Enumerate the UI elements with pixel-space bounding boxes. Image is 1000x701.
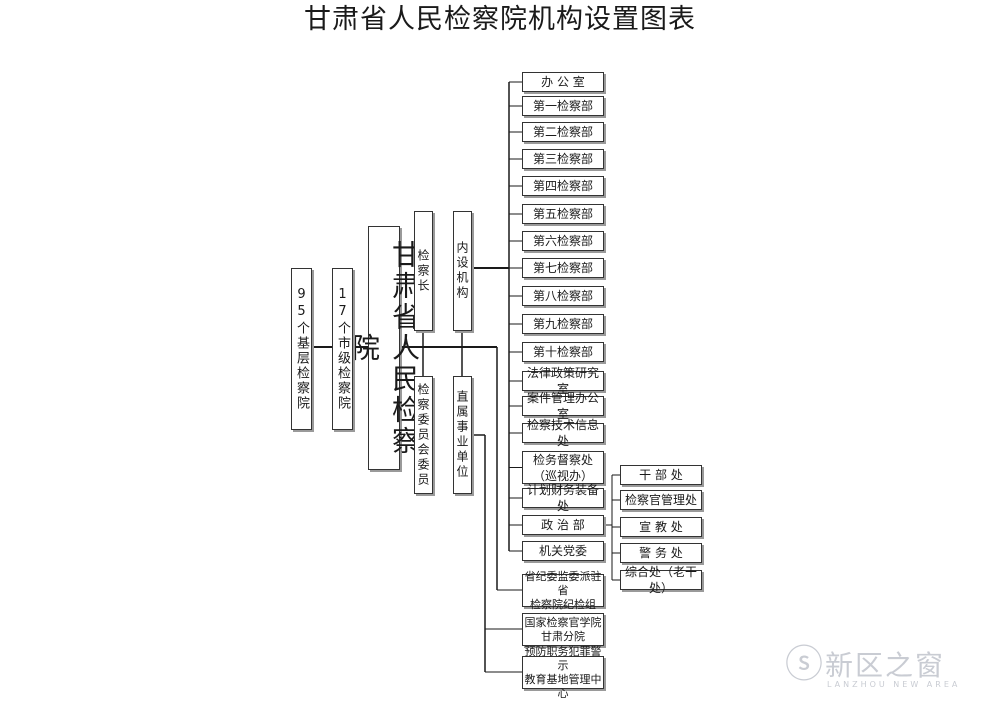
affiliated-unit-box-line: 预防职务犯罪警示 bbox=[524, 644, 602, 672]
political-office-box: 综合处（老干处） bbox=[620, 565, 702, 595]
department-box: 第一检察部 bbox=[522, 96, 604, 116]
department-box: 第五检察部 bbox=[522, 204, 604, 224]
affiliated-unit-box-line: 甘肃分院 bbox=[541, 629, 585, 643]
affiliated-unit-box: 国家检察官学院甘肃分院 bbox=[522, 613, 604, 646]
affiliated-unit-box: 预防职务犯罪警示教育基地管理中心 bbox=[522, 645, 604, 700]
department-box: 第四检察部 bbox=[522, 176, 604, 196]
internal-departments-branch-box: 内设机构 bbox=[453, 211, 472, 331]
department-box: 第九检察部 bbox=[522, 314, 604, 334]
political-office-box: 警 务 处 bbox=[620, 543, 702, 563]
department-box: 计划财务装备处 bbox=[522, 483, 604, 513]
affiliated-units-branch-box: 直属事业单位 bbox=[453, 376, 472, 494]
department-box: 检察技术信息处 bbox=[522, 418, 604, 448]
department-box: 第二检察部 bbox=[522, 122, 604, 142]
political-office-box: 宣 教 处 bbox=[620, 517, 702, 537]
affiliated-unit-box-line: 省纪委监委派驻省 bbox=[524, 569, 602, 597]
department-box: 第三检察部 bbox=[522, 149, 604, 169]
department-box-line: 检务督察处 bbox=[532, 452, 593, 467]
affiliated-unit-box: 省纪委监委派驻省检察院纪检组 bbox=[522, 570, 604, 611]
basic-procuratorates-box: 95个基层检察院 bbox=[291, 268, 312, 430]
department-box: 机关党委 bbox=[522, 541, 604, 561]
department-box: 第十检察部 bbox=[522, 342, 604, 362]
department-box: 第八检察部 bbox=[522, 286, 604, 306]
department-box: 政 治 部 bbox=[522, 515, 604, 535]
center-organization-box: 甘肃省人民检察院 bbox=[348, 226, 421, 470]
chief-procurator-box: 检察长 bbox=[414, 211, 433, 331]
department-box: 办 公 室 bbox=[522, 72, 604, 92]
political-office-box: 干 部 处 bbox=[620, 465, 702, 485]
affiliated-unit-box-line: 国家检察官学院 bbox=[524, 615, 602, 629]
department-box: 案件管理办公室 bbox=[522, 391, 604, 421]
department-box-line: （巡视办） bbox=[532, 468, 593, 483]
department-box: 第七检察部 bbox=[522, 258, 604, 278]
page-title: 甘肃省人民检察院机构设置图表 bbox=[304, 4, 696, 35]
affiliated-unit-box-line: 教育基地管理中心 bbox=[524, 672, 602, 700]
department-box: 检务督察处（巡视办） bbox=[522, 451, 604, 484]
department-box: 法律政策研究室 bbox=[522, 366, 604, 396]
procuratorial-committee-box: 检察委员会委员 bbox=[414, 376, 433, 494]
political-office-box: 检察官管理处 bbox=[620, 490, 702, 510]
affiliated-unit-box-line: 检察院纪检组 bbox=[530, 597, 596, 611]
department-box: 第六检察部 bbox=[522, 231, 604, 251]
municipal-procuratorates-box: 17个市级检察院 bbox=[332, 268, 353, 430]
